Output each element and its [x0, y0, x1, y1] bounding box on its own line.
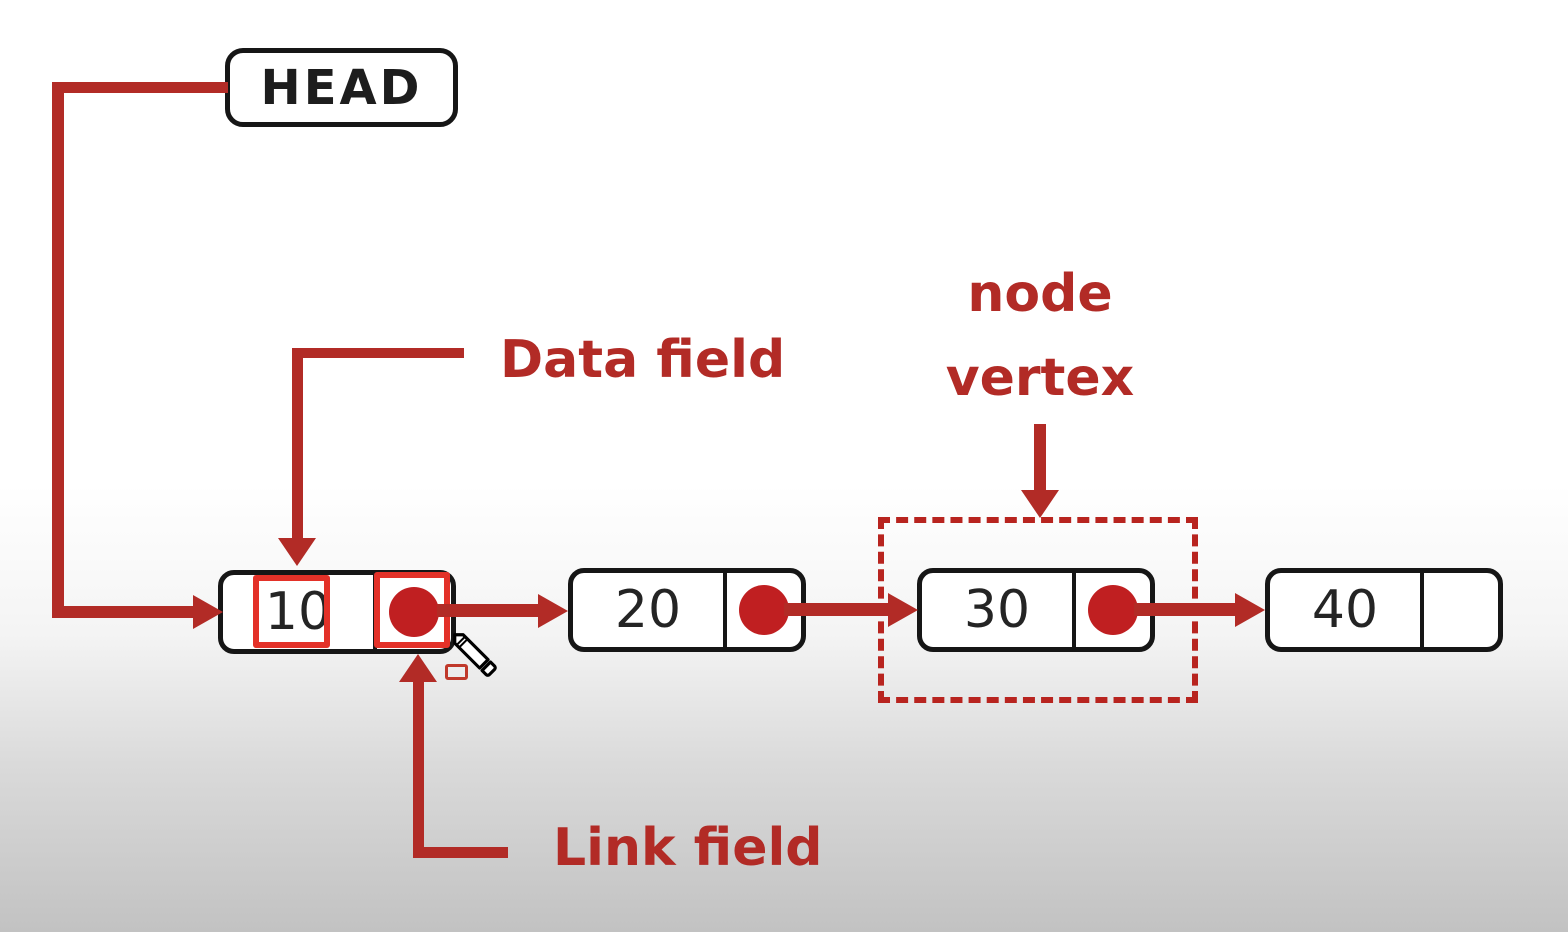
node-4-value: 40	[1311, 580, 1379, 640]
arrow-node3-node4-head-icon	[1235, 593, 1265, 627]
arrow-node3-node4-line	[1134, 603, 1236, 616]
node-4-data-cell: 40	[1270, 573, 1420, 647]
arrow-node2-node3-line	[784, 603, 889, 616]
head-pointer-line-top	[52, 82, 228, 93]
node-2-pointer-dot-icon	[739, 585, 789, 635]
annotation-marker-rect	[445, 664, 468, 680]
head-label: HEAD	[260, 59, 423, 116]
data-field-line-horizontal	[292, 348, 464, 358]
node-vertex-label-line2: vertex	[945, 348, 1135, 409]
head-box: HEAD	[225, 48, 458, 127]
node-4-link-cell	[1420, 573, 1498, 647]
list-node-2: 20	[568, 568, 806, 652]
head-pointer-arrowhead-icon	[193, 595, 223, 629]
node-vertex-label-line1: node	[967, 264, 1113, 324]
head-pointer-line-vertical	[52, 82, 64, 612]
node-3-value: 30	[963, 580, 1031, 640]
node-vertex-label: node vertex	[930, 252, 1150, 420]
data-field-label: Data field	[500, 330, 786, 390]
head-pointer-line-bottom	[52, 606, 197, 618]
arrow-node2-node3-head-icon	[888, 593, 918, 627]
pencil-cursor-icon[interactable]	[448, 628, 502, 682]
data-field-line-vertical	[292, 348, 303, 540]
node-2-link-cell	[723, 573, 801, 647]
node-1-value: 10	[264, 582, 332, 642]
node-vertex-arrowhead-icon	[1021, 490, 1059, 518]
list-node-4: 40	[1265, 568, 1503, 652]
link-field-arrowhead-icon	[399, 654, 437, 682]
link-field-line-horizontal	[413, 847, 508, 858]
arrow-node1-node2-line	[437, 604, 539, 617]
node-2-data-cell: 20	[573, 573, 723, 647]
node-2-value: 20	[614, 580, 682, 640]
data-field-highlight-box	[253, 575, 330, 648]
node-vertex-line-vertical	[1034, 424, 1046, 494]
node-1-pointer-dot-icon	[389, 587, 439, 637]
link-field-line-vertical	[413, 682, 424, 858]
data-field-arrowhead-icon	[278, 538, 316, 566]
arrow-node1-node2-head-icon	[538, 594, 568, 628]
list-node-3: 30	[917, 568, 1155, 652]
node-1-link-cell	[373, 575, 451, 649]
node-3-link-cell	[1072, 573, 1150, 647]
node-3-data-cell: 30	[922, 573, 1072, 647]
node-1-data-cell: 10	[223, 575, 373, 649]
node-3-pointer-dot-icon	[1088, 585, 1138, 635]
link-field-label: Link field	[553, 818, 823, 878]
